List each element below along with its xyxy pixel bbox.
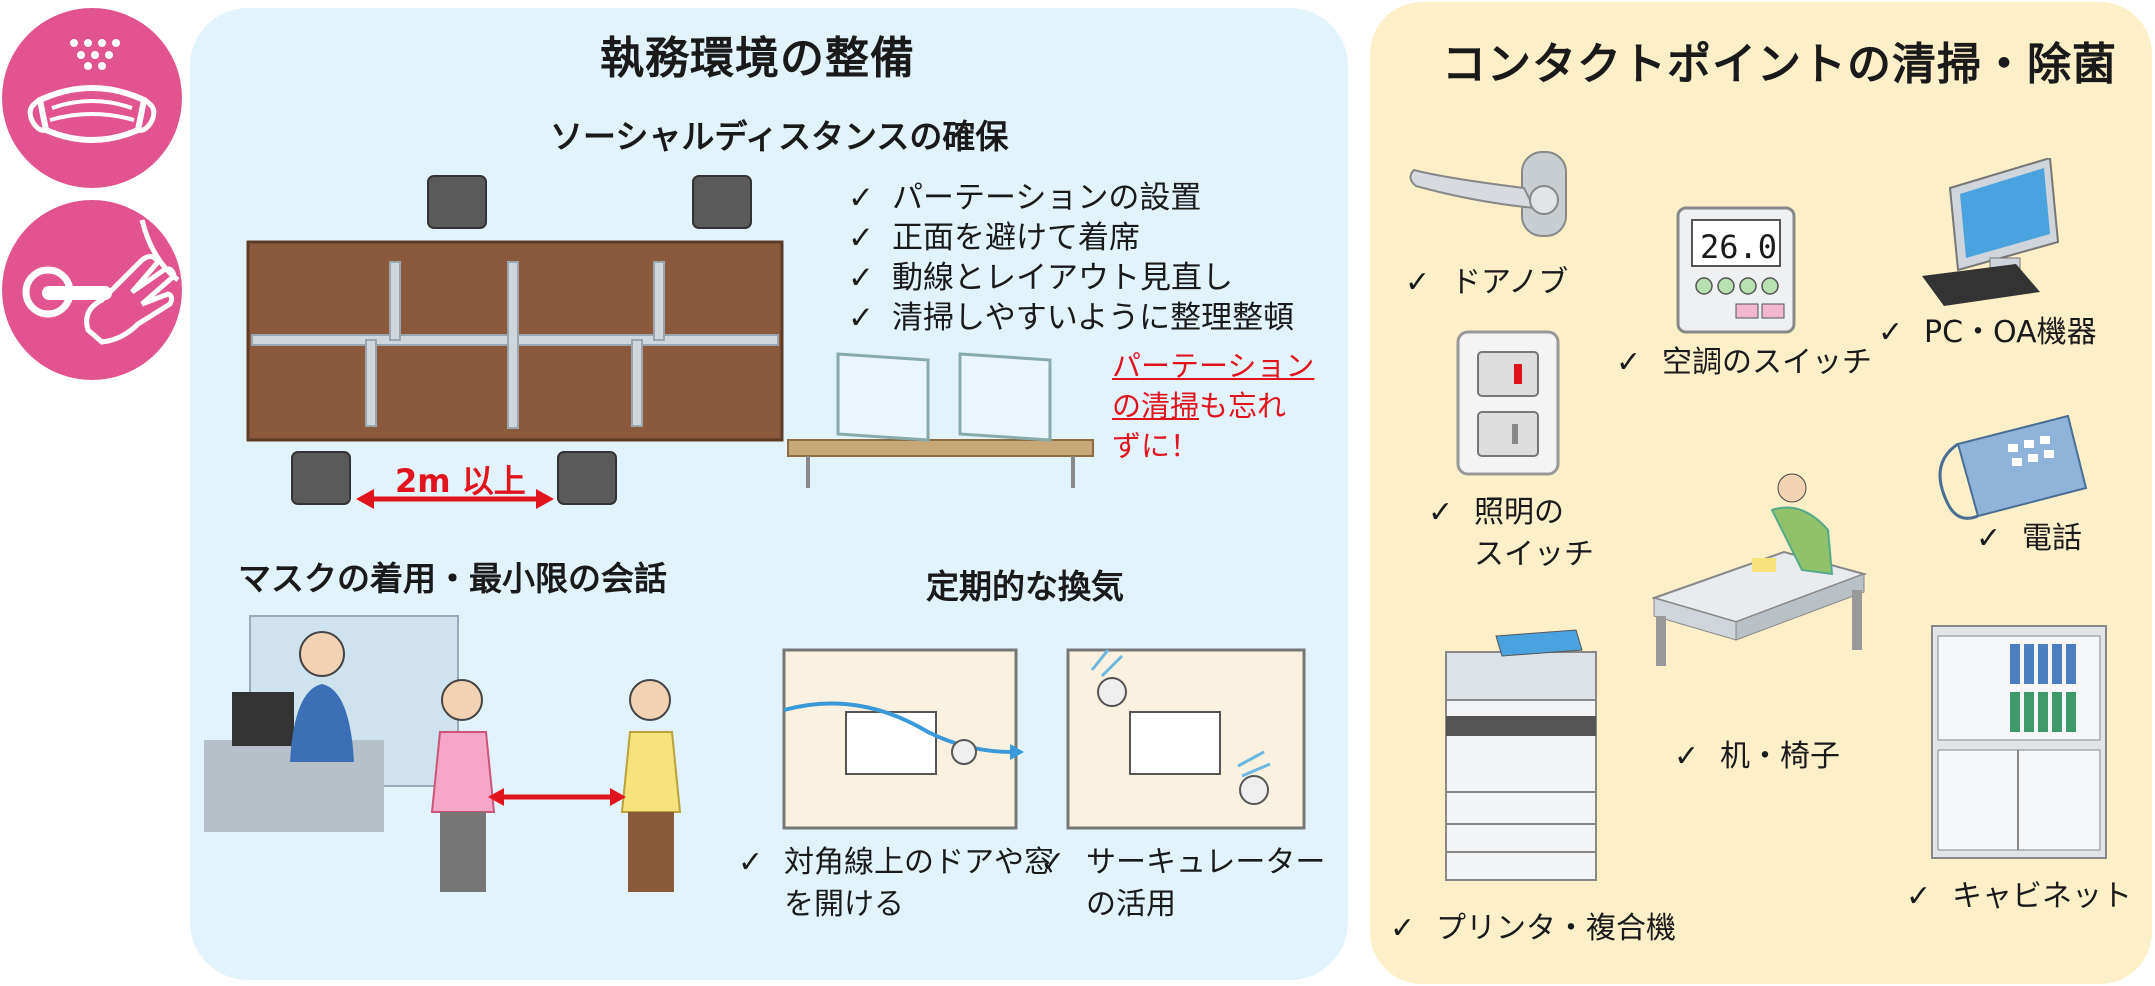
thermostat-icon (1676, 206, 1796, 334)
printer-icon (1445, 629, 1597, 881)
checklist-item: ✓正面を避けて着席 (848, 220, 1140, 256)
mask-icon (27, 39, 157, 143)
no-touch-badge (2, 200, 182, 380)
ac-switch-label: ✓空調のスイッチ (1616, 345, 1872, 380)
partition-illustration (787, 352, 1094, 488)
cabinet-label: ✓キャビネット (1906, 879, 2132, 914)
distance-label: 2m 以上 (395, 462, 526, 500)
doorknob-icon (1409, 151, 1567, 237)
desk-cleaning-icon (1652, 473, 1868, 666)
ventilation-heading: 定期的な換気 (926, 567, 1124, 606)
cabinet-icon (1931, 625, 2107, 859)
partitions (251, 261, 779, 429)
left-panel-title: 執務環境の整備 (600, 33, 915, 84)
phone-label: ✓電話 (1976, 521, 2082, 556)
right-panel-title: コンタクトポイントの清掃・除菌 (1442, 39, 2117, 90)
mask-badge (2, 8, 182, 188)
ventilation-item-circulator: ✓サーキュレーター の活用 (1040, 845, 1326, 922)
mask-conversation-illustration (204, 615, 682, 892)
checklist-item: ✓動線とレイアウト見直し (848, 260, 1233, 296)
desk-chair-label: ✓机・椅子 (1674, 739, 1840, 774)
doorknob-label: ✓ドアノブ (1405, 265, 1569, 300)
phone-icon (1938, 414, 2088, 520)
checklist-item: ✓清掃しやすいように整理整頓 (848, 300, 1295, 336)
partition-cleaning-note: パーテーション の清掃も忘れ ずに！ (1112, 349, 1315, 463)
desk-layout-illustration (246, 175, 784, 509)
checklist-item: ✓パーテーションの設置 (848, 180, 1202, 216)
light-switch-icon (1456, 330, 1560, 476)
chair (427, 175, 752, 229)
mask-heading: マスクの着用・最小限の会話 (238, 559, 667, 598)
ventilation-illustration (782, 648, 1306, 830)
ventilation-item-diagonal: ✓対角線上のドアや窓 を開ける (738, 845, 1054, 922)
no-touch-hand-icon (22, 219, 180, 345)
printer-label: ✓プリンタ・複合機 (1390, 911, 1676, 946)
pc-oa-label: ✓PC・OA機器 (1878, 315, 2097, 350)
thermostat-display: 26.0 (1700, 228, 1778, 266)
light-switch-label: ✓照明の スイッチ (1428, 495, 1594, 572)
social-distance-heading: ソーシャルディスタンスの確保 (550, 117, 1009, 156)
distance-checklist: ✓パーテーションの設置 ✓正面を避けて着席 ✓動線とレイアウト見直し ✓清掃しや… (848, 172, 1295, 336)
pc-icon (1922, 158, 2060, 306)
